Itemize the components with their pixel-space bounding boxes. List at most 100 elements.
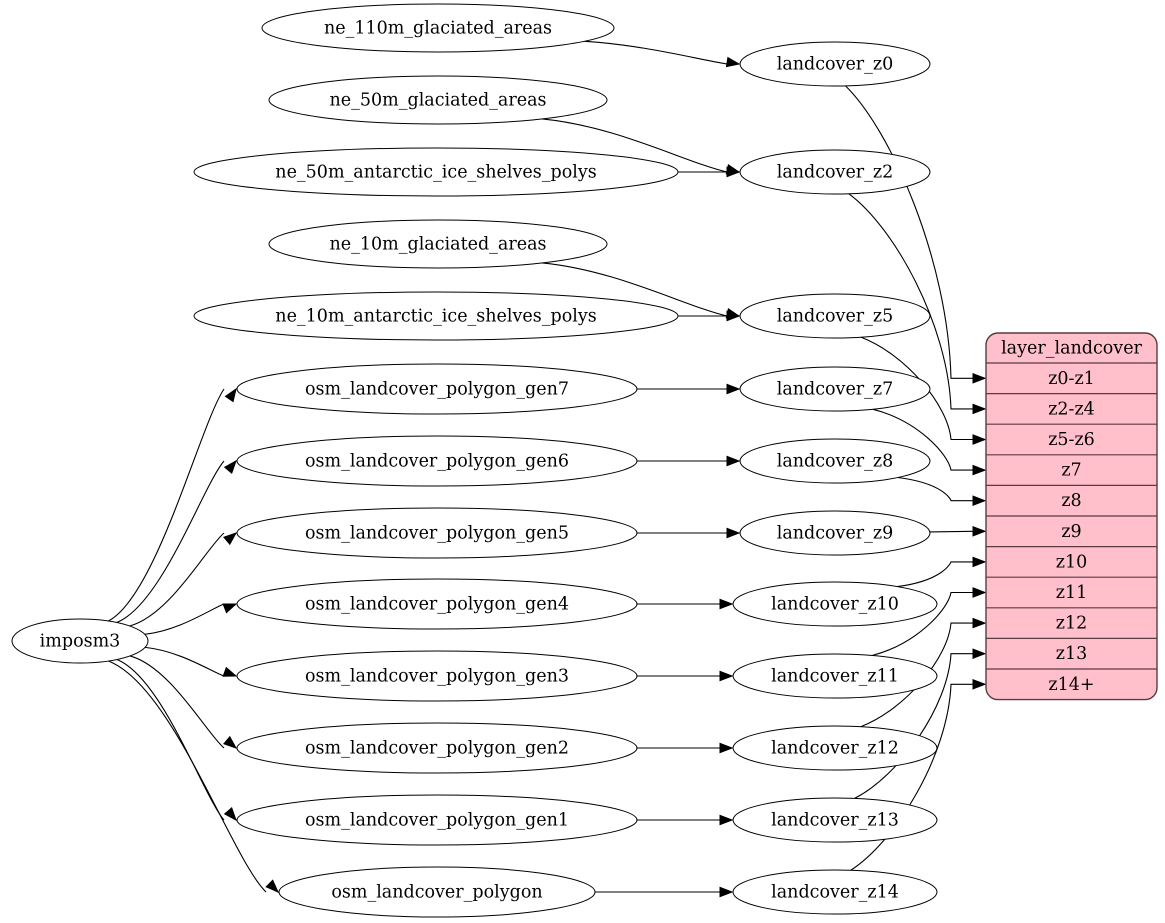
edge-ne_10m_antarctic_ice_shelves_polys-to-landcover_z5 xyxy=(678,310,741,322)
node-ne_50m_antarctic_ice_shelves_polys-shape xyxy=(193,147,679,197)
node-landcover_z12[interactable]: landcover_z12 xyxy=(732,725,938,771)
edge-arrowhead xyxy=(265,879,279,893)
edge-arrowhead xyxy=(972,648,987,660)
node-osm_landcover_polygon_gen6[interactable]: osm_landcover_polygon_gen6 xyxy=(236,435,638,487)
node-landcover_z10[interactable]: landcover_z10 xyxy=(732,581,938,627)
edge-arrowhead xyxy=(972,556,987,568)
node-osm_landcover_polygon-shape xyxy=(278,866,596,918)
node-ne_10m_glaciated_areas-shape xyxy=(268,219,608,269)
edge-osm_landcover_polygon_gen6-to-landcover_z8 xyxy=(637,455,741,467)
node-ne_10m_glaciated_areas[interactable]: ne_10m_glaciated_areas xyxy=(268,219,608,269)
node-osm_landcover_polygon[interactable]: osm_landcover_polygon xyxy=(278,866,596,918)
node-osm_landcover_polygon_gen5-shape xyxy=(236,507,638,559)
edge-line xyxy=(129,655,225,749)
node-ne_50m_glaciated_areas[interactable]: ne_50m_glaciated_areas xyxy=(268,75,608,125)
edge-arrowhead xyxy=(719,670,734,682)
edge-arrowhead xyxy=(726,383,741,395)
edge-arrowhead xyxy=(223,735,238,749)
table-row-label: z5-z6 xyxy=(1048,430,1095,450)
node-landcover_z11[interactable]: landcover_z11 xyxy=(732,653,938,699)
node-landcover_z14-shape xyxy=(732,869,938,915)
table-row-label: z2-z4 xyxy=(1048,399,1095,419)
edge-imposm3-to-osm_landcover_polygon_gen6 xyxy=(116,459,237,623)
node-osm_landcover_polygon_gen1-label: osm_landcover_polygon_gen1 xyxy=(305,811,569,831)
node-ne_110m_glaciated_areas-shape xyxy=(261,3,615,53)
edge-osm_landcover_polygon_gen7-to-landcover_z7 xyxy=(637,383,741,395)
node-landcover_z9[interactable]: landcover_z9 xyxy=(739,510,931,556)
edge-arrowhead xyxy=(719,886,734,898)
node-landcover_z9-label: landcover_z9 xyxy=(777,524,894,544)
node-osm_landcover_polygon_gen3-shape xyxy=(236,650,638,702)
node-landcover_z10-label: landcover_z10 xyxy=(771,595,899,615)
table-row-label: z9 xyxy=(1061,522,1081,542)
node-osm_landcover_polygon_gen5-label: osm_landcover_polygon_gen5 xyxy=(305,524,569,544)
edge-osm_landcover_polygon_gen5-to-landcover_z9 xyxy=(637,527,741,539)
node-landcover_z0-shape xyxy=(739,41,931,87)
node-landcover_z7-label: landcover_z7 xyxy=(777,380,894,400)
node-osm_landcover_polygon_gen2-label: osm_landcover_polygon_gen2 xyxy=(305,739,569,759)
node-osm_landcover_polygon_gen7[interactable]: osm_landcover_polygon_gen7 xyxy=(236,363,638,415)
edge-imposm3-to-osm_landcover_polygon xyxy=(108,660,279,893)
node-ne_110m_glaciated_areas-label: ne_110m_glaciated_areas xyxy=(324,19,552,39)
edge-arrowhead xyxy=(222,666,238,677)
node-imposm3[interactable]: imposm3 xyxy=(11,618,149,664)
edge-line xyxy=(542,118,728,173)
node-landcover_z0-label: landcover_z0 xyxy=(777,55,894,75)
edge-line xyxy=(584,40,728,65)
edge-osm_landcover_polygon_gen2-to-landcover_z12 xyxy=(637,742,734,754)
edge-line xyxy=(929,530,974,533)
node-ne_50m_antarctic_ice_shelves_polys[interactable]: ne_50m_antarctic_ice_shelves_polys xyxy=(193,147,679,197)
edge-line xyxy=(108,660,267,893)
node-ne_110m_glaciated_areas[interactable]: ne_110m_glaciated_areas xyxy=(261,3,615,53)
node-osm_landcover_polygon_gen7-label: osm_landcover_polygon_gen7 xyxy=(305,380,569,400)
edge-arrowhead xyxy=(972,464,987,476)
node-osm_landcover_polygon_gen1[interactable]: osm_landcover_polygon_gen1 xyxy=(236,794,638,846)
edge-landcover_z7-to-z7 xyxy=(872,408,987,476)
table-row-label: z14+ xyxy=(1048,675,1094,695)
node-osm_landcover_polygon_gen1-shape xyxy=(236,794,638,846)
node-landcover_z13[interactable]: landcover_z13 xyxy=(732,797,938,843)
table-row-label: z11 xyxy=(1056,583,1088,603)
edge-landcover_z10-to-z10 xyxy=(897,556,987,588)
node-landcover_z0[interactable]: landcover_z0 xyxy=(739,41,931,87)
node-landcover_z7[interactable]: landcover_z7 xyxy=(739,366,931,412)
node-ne_50m_glaciated_areas-shape xyxy=(268,75,608,125)
edge-line xyxy=(871,591,973,657)
table-row-label: z7 xyxy=(1061,461,1081,481)
node-osm_landcover_polygon_gen6-label: osm_landcover_polygon_gen6 xyxy=(305,452,569,472)
edge-imposm3-to-osm_landcover_polygon_gen2 xyxy=(129,655,238,749)
node-ne_50m_antarctic_ice_shelves_polys-label: ne_50m_antarctic_ice_shelves_polys xyxy=(275,163,596,183)
node-landcover_z5[interactable]: landcover_z5 xyxy=(739,293,931,339)
edge-arrowhead xyxy=(972,372,987,384)
node-landcover_z13-label: landcover_z13 xyxy=(771,811,899,831)
node-landcover_z9-shape xyxy=(739,510,931,556)
edge-arrowhead xyxy=(223,459,237,474)
edge-arrowhead xyxy=(719,814,734,826)
edge-landcover_z2-to-z2-z4 xyxy=(848,193,987,415)
node-osm_landcover_polygon_gen7-shape xyxy=(236,363,638,415)
node-ne_10m_antarctic_ice_shelves_polys[interactable]: ne_10m_antarctic_ice_shelves_polys xyxy=(193,291,679,341)
node-landcover_z2[interactable]: landcover_z2 xyxy=(739,149,931,195)
node-osm_landcover_polygon_gen3[interactable]: osm_landcover_polygon_gen3 xyxy=(236,650,638,702)
edge-imposm3-to-osm_landcover_polygon_gen1 xyxy=(116,658,237,822)
edge-landcover_z11-to-z11 xyxy=(871,587,987,657)
node-osm_landcover_polygon_gen2[interactable]: osm_landcover_polygon_gen2 xyxy=(236,722,638,774)
node-landcover_z5-label: landcover_z5 xyxy=(777,307,894,327)
node-osm_landcover_polygon_gen3-label: osm_landcover_polygon_gen3 xyxy=(305,667,569,687)
node-imposm3-label: imposm3 xyxy=(40,632,121,652)
node-osm_landcover_polygon_gen5[interactable]: osm_landcover_polygon_gen5 xyxy=(236,507,638,559)
edge-osm_landcover_polygon_gen3-to-landcover_z11 xyxy=(637,670,734,682)
edge-line xyxy=(108,388,225,622)
node-osm_landcover_polygon_gen2-shape xyxy=(236,722,638,774)
edge-landcover_z9-to-z9 xyxy=(929,525,987,537)
table-row-label: z12 xyxy=(1056,614,1088,634)
edge-osm_landcover_polygon_gen4-to-landcover_z10 xyxy=(637,598,734,610)
edge-arrowhead xyxy=(726,527,741,539)
node-osm_landcover_polygon_gen6-shape xyxy=(236,435,638,487)
node-landcover_z14[interactable]: landcover_z14 xyxy=(732,869,938,915)
node-osm_landcover_polygon_gen4[interactable]: osm_landcover_polygon_gen4 xyxy=(236,578,638,630)
edge-line xyxy=(897,561,973,588)
node-landcover_z8[interactable]: landcover_z8 xyxy=(739,438,931,484)
edge-arrowhead xyxy=(719,598,734,610)
edge-landcover_z13-to-z13 xyxy=(854,648,987,799)
